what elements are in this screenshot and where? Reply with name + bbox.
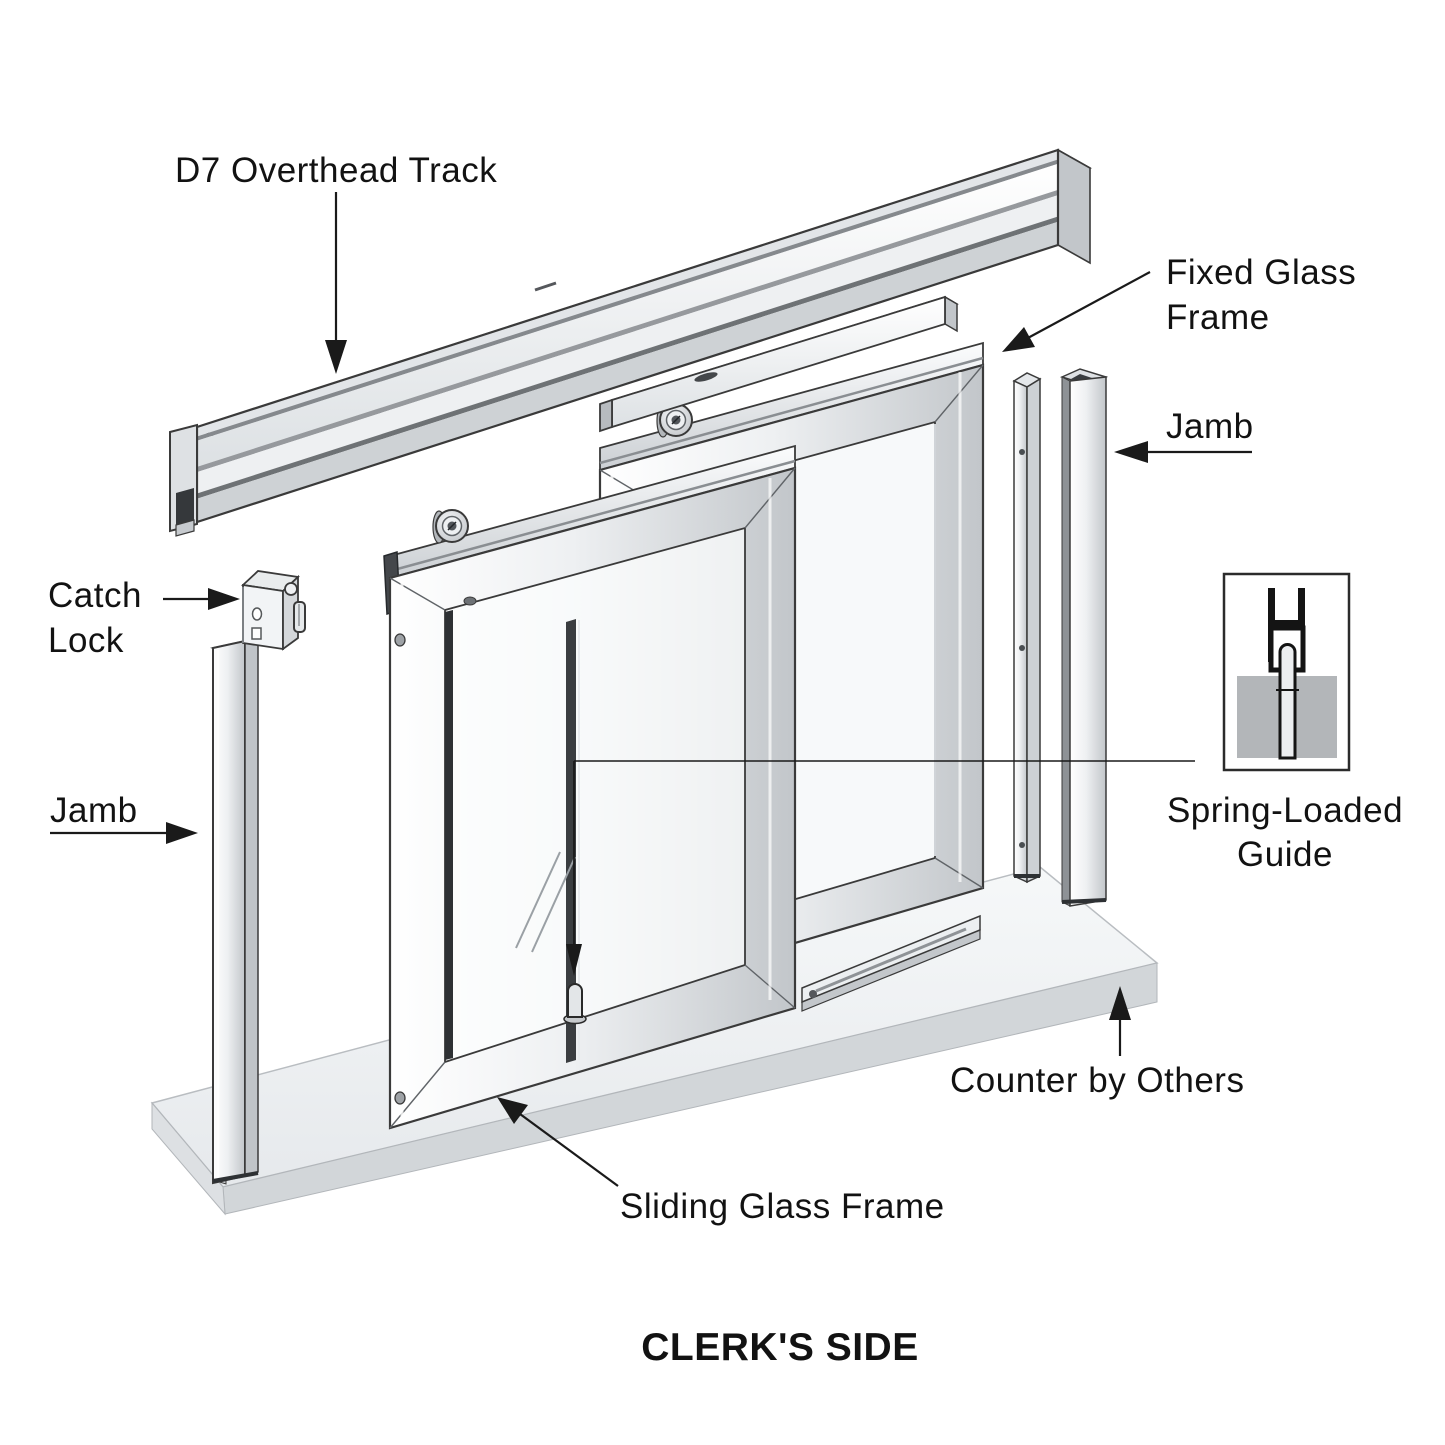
label-spring-guide-2: Guide	[1237, 835, 1333, 874]
label-counter: Counter by Others	[950, 1061, 1244, 1100]
diagram-title: CLERK'S SIDE	[641, 1326, 918, 1369]
overhead-track	[169, 148, 1092, 537]
spring-loaded-guide-pin	[563, 983, 587, 1025]
label-fixed-frame-2: Frame	[1166, 298, 1270, 337]
head-stop-bar	[599, 295, 959, 433]
arrowhead-to-counter	[1109, 986, 1131, 1020]
jamb-right-thin	[1012, 372, 1042, 884]
sill-guide-bar	[801, 914, 981, 1012]
arrowhead-to-track	[325, 340, 347, 374]
label-jamb-left: Jamb	[50, 791, 138, 830]
arrow-line-to-fixed-frame	[1025, 271, 1151, 340]
arrowhead-to-fixed-frame	[1002, 327, 1035, 352]
label-sliding-frame: Sliding Glass Frame	[620, 1187, 945, 1226]
arrowhead-to-sliding-frame	[497, 1097, 528, 1124]
arrowhead-to-catch-lock	[208, 588, 240, 610]
arrowhead-to-right-jamb	[1114, 441, 1148, 463]
detail-guide-pin	[1278, 643, 1297, 760]
label-fixed-frame-1: Fixed Glass	[1166, 253, 1356, 292]
label-catch-1: Catch	[48, 576, 142, 615]
glass-reflection-sliding	[515, 851, 576, 953]
catch-lock	[241, 570, 306, 651]
spring-guide-detail-box	[1222, 572, 1351, 772]
label-jamb-right: Jamb	[1166, 407, 1254, 446]
sliding-glass-frame	[383, 444, 797, 1130]
arrowhead-to-pin	[566, 944, 582, 976]
label-spring-guide-1: Spring-Loaded	[1167, 791, 1403, 830]
label-catch-2: Lock	[48, 621, 124, 660]
jamb-left	[210, 639, 261, 1185]
annotations	[50, 192, 1252, 1187]
arrowhead-to-left-jamb	[166, 822, 198, 844]
label-overhead-track: D7 Overthead Track	[175, 151, 497, 190]
jamb-right-channel	[1059, 368, 1109, 907]
roller-wheel-sliding	[432, 509, 469, 544]
arrow-line-to-sliding-frame	[519, 1113, 619, 1187]
